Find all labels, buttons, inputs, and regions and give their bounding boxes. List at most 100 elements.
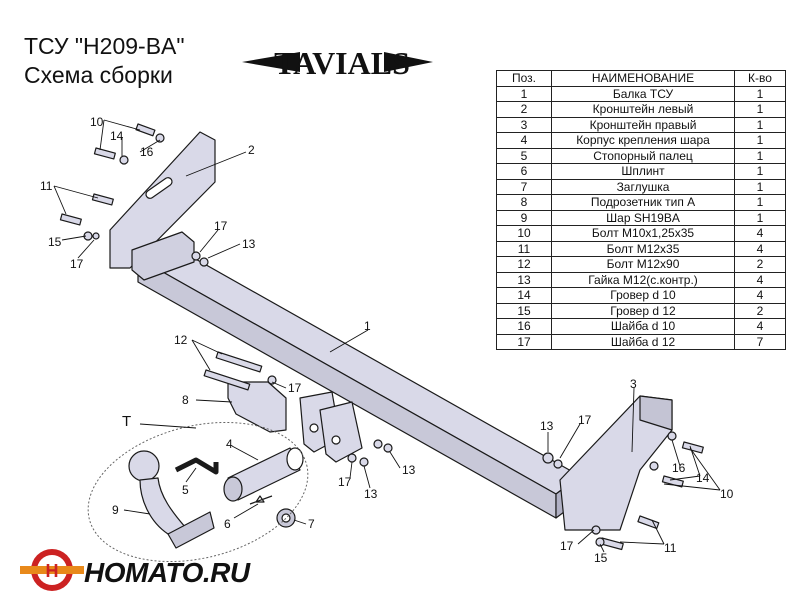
table-cell: 1 [734,163,786,180]
callout-13-centre: 13 [364,487,378,501]
table-cell: 1 [734,147,786,164]
bolt-group-left [59,123,209,267]
header-qty: К-во [734,70,786,87]
table-cell: Болт М12х90 [551,256,735,273]
callout-17-bottom: 17 [560,539,574,553]
table-cell: 1 [734,194,786,211]
callout-6: 6 [224,517,231,531]
bolt-group-right [591,431,704,551]
tow-ball [128,450,160,482]
callout-13-right: 13 [540,419,554,433]
table-cell: 10 [496,225,552,242]
homato-logo-icon: H [20,549,84,591]
table-cell: 6 [496,163,552,180]
table-cell: 4 [734,271,786,288]
diagram-title: ТСУ "H209-BA" [24,33,185,59]
table-cell: Стопорный палец [551,147,735,164]
callout-2: 2 [248,143,255,157]
table-cell: 5 [496,147,552,164]
callout-9: 9 [112,503,119,517]
brand-name: TAVIALS [274,45,410,81]
table-cell: 4 [734,240,786,257]
table-cell: 1 [496,85,552,102]
ball-shank [167,511,215,549]
table-cell: 1 [734,209,786,226]
callout-11-bottom: 11 [664,541,677,555]
left-bracket [109,131,216,269]
right-bracket-side [639,395,673,431]
callout-14-left: 14 [110,129,124,143]
callout-17-top: 17 [214,219,228,233]
table-cell: Балка ТСУ [551,85,735,102]
callout-11-left: 11 [40,179,53,193]
socket-plate [227,381,287,433]
callout-16-right: 16 [672,461,686,475]
table-cell: 14 [496,287,552,304]
table-cell: Шар SH19BA [551,209,735,226]
callout-10-left: 10 [90,115,104,129]
callout-10-right: 10 [720,487,734,501]
table-cell: 1 [734,101,786,118]
callout-17-right: 17 [578,413,592,427]
callout-13-top: 13 [242,237,256,251]
table-cell: 15 [496,302,552,319]
bolt-group-12 [203,351,277,391]
cotter-pin [249,495,273,505]
table-cell: Заглушка [551,178,735,195]
table-cell: 1 [734,178,786,195]
callout-5: 5 [182,483,189,497]
table-cell: 16 [496,318,552,335]
site-name: HOMATO.RU [84,557,250,588]
callout-13-centre-b: 13 [402,463,416,477]
callout-15-bottom: 15 [594,551,608,565]
table-cell: Кронштейн левый [551,101,735,118]
table-cell: Болт М12х35 [551,240,735,257]
table-cell: Болт М10х1,25х35 [551,225,735,242]
left-end-plate [131,231,195,281]
hitch-plate-b [319,401,363,463]
callout-3: 3 [630,377,637,391]
table-cell: 4 [734,225,786,242]
table-cell: 11 [496,240,552,257]
callout-14-right: 14 [696,471,710,485]
callout-12: 12 [174,333,188,347]
callout-4: 4 [226,437,233,451]
callout-17-left: 17 [70,257,84,271]
table-cell: 7 [734,333,786,350]
header-name: НАИМЕНОВАНИЕ [551,70,735,87]
callout-15-left: 15 [48,235,62,249]
table-cell: 7 [496,178,552,195]
tavials-logo: TAVIALS [242,45,433,81]
table-cell: 4 [734,318,786,335]
table-cell: 2 [496,101,552,118]
table-cell: 9 [496,209,552,226]
table-cell: Кронштейн правый [551,116,735,133]
table-cell: 3 [496,116,552,133]
diagram-subtitle: Схема сборки [24,62,173,88]
table-cell: Гровер d 10 [551,287,735,304]
table-cell: Шайба d 10 [551,318,735,335]
table-cell: Шплинт [551,163,735,180]
callout-16-left: 16 [140,145,154,159]
table-cell: 1 [734,116,786,133]
callout-17-centre: 17 [338,475,352,489]
table-cell: 12 [496,256,552,273]
table-cell: Подрозетник тип А [551,194,735,211]
